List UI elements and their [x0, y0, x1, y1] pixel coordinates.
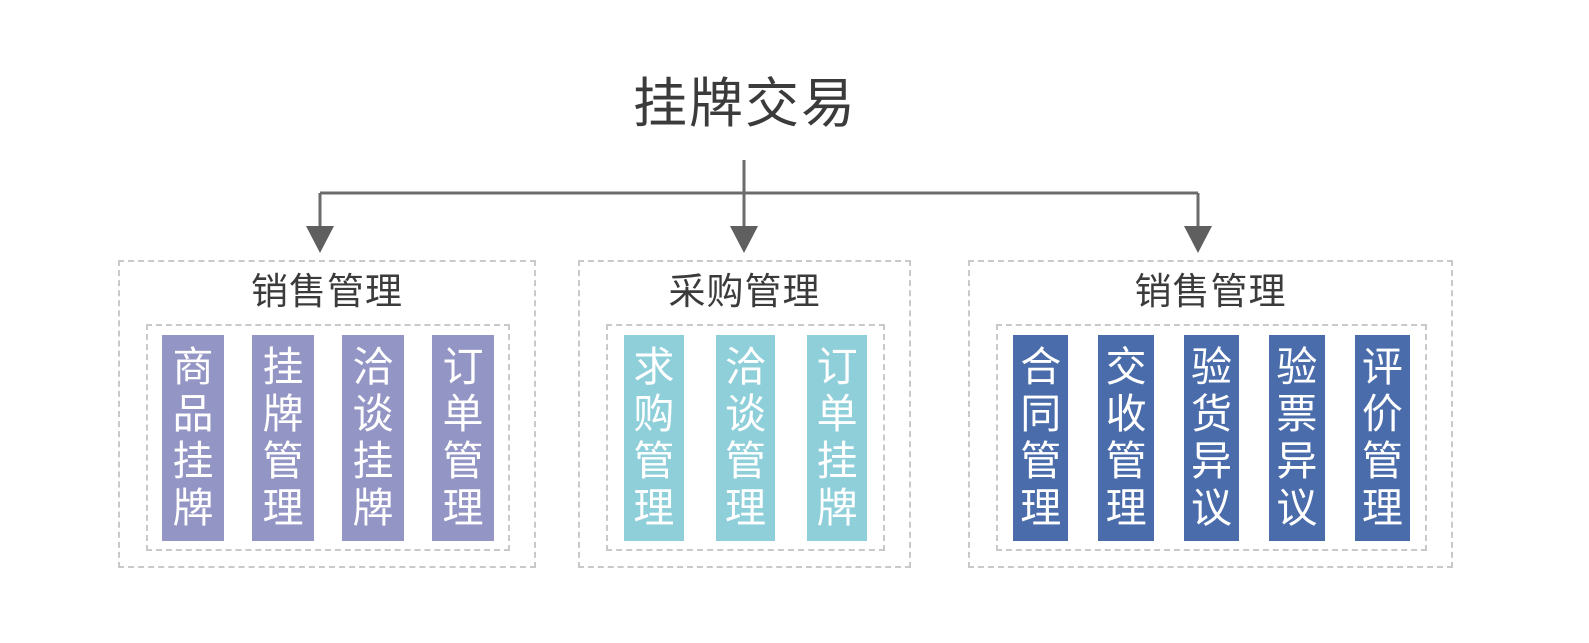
card-item[interactable]: 交收管理: [1098, 335, 1154, 541]
group-sales-listing-inner-box: 商品挂牌 挂牌管理 洽谈挂牌 订单管理: [146, 324, 510, 551]
group-sales-listing: 销售管理 商品挂牌 挂牌管理 洽谈挂牌 订单管理: [118, 260, 536, 568]
group-sales-order: 销售管理 合同管理 交收管理 验货异议 验票异议 评价管理: [968, 260, 1453, 568]
group-sales-order-inner-box: 合同管理 交收管理 验货异议 验票异议 评价管理: [996, 324, 1427, 551]
card-label: 洽谈管理: [725, 343, 766, 532]
group-sales-order-title: 销售管理: [1134, 270, 1287, 313]
card-item[interactable]: 订单挂牌: [807, 335, 868, 541]
group-purchase: 采购管理 求购管理 洽谈管理 订单挂牌: [578, 260, 911, 568]
page-title: 挂牌交易: [633, 72, 857, 135]
card-label: 验票异议: [1276, 343, 1318, 532]
card-item[interactable]: 验票异议: [1269, 335, 1325, 541]
card-list: 合同管理 交收管理 验货异议 验票异议 评价管理: [998, 326, 1425, 549]
card-item[interactable]: 评价管理: [1354, 335, 1411, 541]
card-label: 订单挂牌: [816, 343, 858, 532]
card-label: 洽谈挂牌: [352, 343, 394, 532]
card-item[interactable]: 挂牌管理: [252, 335, 314, 541]
card-label: 求购管理: [633, 343, 675, 532]
card-item[interactable]: 洽谈挂牌: [342, 335, 404, 541]
card-label: 评价管理: [1361, 343, 1403, 532]
card-item[interactable]: 洽谈管理: [715, 335, 776, 541]
card-item[interactable]: 商品挂牌: [162, 335, 224, 541]
card-item[interactable]: 合同管理: [1012, 335, 1069, 541]
card-item[interactable]: 求购管理: [624, 335, 684, 541]
card-label: 验货异议: [1191, 343, 1232, 532]
group-sales-listing-title: 销售管理: [251, 270, 403, 313]
card-label: 交收管理: [1105, 343, 1147, 532]
card-list: 求购管理 洽谈管理 订单挂牌: [608, 326, 883, 549]
group-purchase-inner-box: 求购管理 洽谈管理 订单挂牌: [606, 324, 885, 551]
card-label: 商品挂牌: [172, 343, 214, 532]
card-label: 订单管理: [442, 343, 484, 532]
card-item[interactable]: 验货异议: [1183, 335, 1240, 541]
group-purchase-title: 采购管理: [668, 270, 821, 313]
card-label: 挂牌管理: [262, 343, 304, 532]
card-list: 商品挂牌 挂牌管理 洽谈挂牌 订单管理: [148, 326, 508, 549]
card-item[interactable]: 订单管理: [432, 335, 494, 541]
card-label: 合同管理: [1020, 343, 1062, 532]
